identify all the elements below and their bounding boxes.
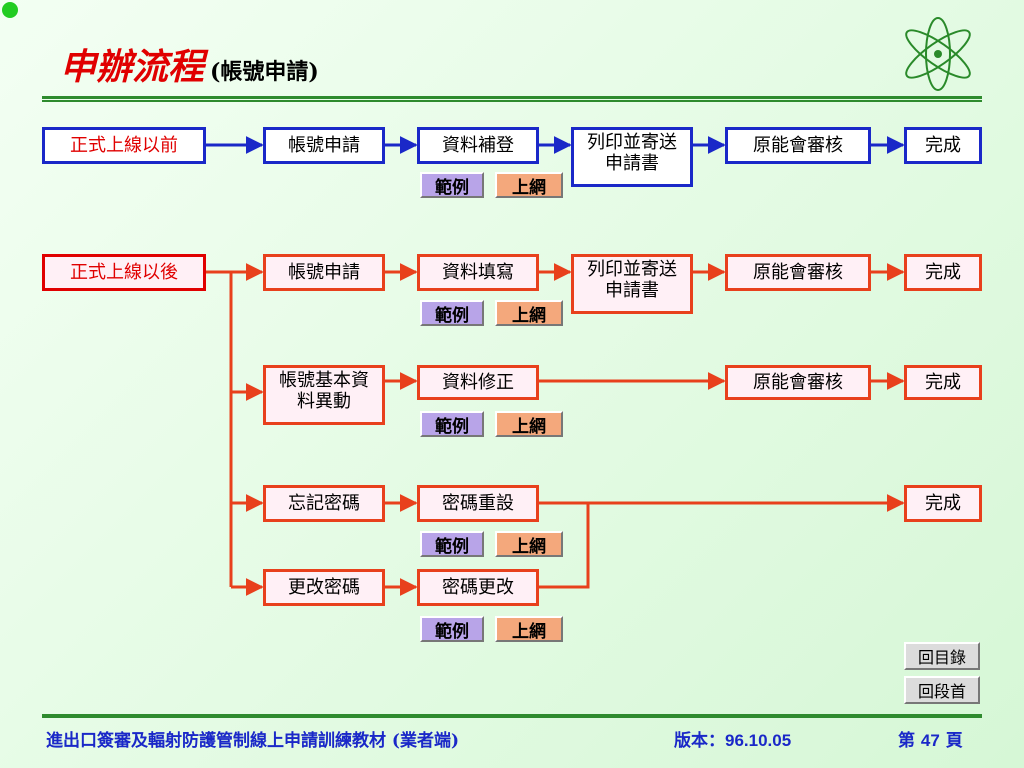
box-data-correction: 資料修正 [417, 365, 539, 400]
box-after-account-apply: 帳號申請 [263, 254, 385, 291]
footer-version-label: 版本： [674, 731, 725, 751]
box-change-password: 更改密碼 [263, 569, 385, 606]
footer-page-suffix: 頁 [945, 731, 963, 751]
box-before-data-supplement: 資料補登 [417, 127, 539, 164]
example-button-1[interactable]: 範例 [420, 172, 484, 198]
box-after-golive: 正式上線以後 [42, 254, 206, 291]
footer-page-prefix: 第 [898, 731, 915, 751]
box-change-aec-review: 原能會審核 [725, 365, 871, 400]
title-sub: (帳號申請) [210, 59, 319, 85]
box-password-reset: 密碼重設 [417, 485, 539, 522]
back-to-section-button[interactable]: 回段首 [904, 676, 980, 704]
box-change-complete: 完成 [904, 365, 982, 400]
box-forgot-password: 忘記密碼 [263, 485, 385, 522]
footer-version: 版本：96.10.05 [674, 726, 791, 751]
footer-page: 第 47 頁 [898, 726, 963, 751]
header-divider [42, 96, 982, 102]
box-before-account-apply: 帳號申請 [263, 127, 385, 164]
online-button-1[interactable]: 上網 [495, 172, 563, 198]
footer-version-value: 96.10.05 [725, 731, 792, 750]
box-before-print-send: 列印並寄送申請書 [571, 127, 693, 187]
footer-course: 進出口簽審及輻射防護管制線上申請訓練教材 (業者端) [46, 731, 460, 751]
example-button-4[interactable]: 範例 [420, 531, 484, 557]
box-password-change: 密碼更改 [417, 569, 539, 606]
box-after-print-send: 列印並寄送申請書 [571, 254, 693, 314]
box-after-complete: 完成 [904, 254, 982, 291]
title-main: 申辦流程 [60, 46, 205, 88]
online-button-3[interactable]: 上網 [495, 411, 563, 437]
box-after-aec-review: 原能會審核 [725, 254, 871, 291]
online-button-4[interactable]: 上網 [495, 531, 563, 557]
online-button-5[interactable]: 上網 [495, 616, 563, 642]
box-reset-complete: 完成 [904, 485, 982, 522]
online-button-2[interactable]: 上網 [495, 300, 563, 326]
box-before-complete: 完成 [904, 127, 982, 164]
corner-dot-icon [2, 2, 18, 18]
box-account-data-change: 帳號基本資料異動 [263, 365, 385, 425]
box-after-data-fill: 資料填寫 [417, 254, 539, 291]
footer-page-number: 47 [920, 731, 940, 750]
footer-divider [42, 714, 982, 718]
box-before-golive: 正式上線以前 [42, 127, 206, 164]
example-button-2[interactable]: 範例 [420, 300, 484, 326]
box-before-aec-review: 原能會審核 [725, 127, 871, 164]
example-button-3[interactable]: 範例 [420, 411, 484, 437]
back-to-toc-button[interactable]: 回目錄 [904, 642, 980, 670]
example-button-5[interactable]: 範例 [420, 616, 484, 642]
atom-logo-icon [905, 17, 971, 91]
page-title: 申辦流程(帳號申請) [60, 38, 319, 90]
